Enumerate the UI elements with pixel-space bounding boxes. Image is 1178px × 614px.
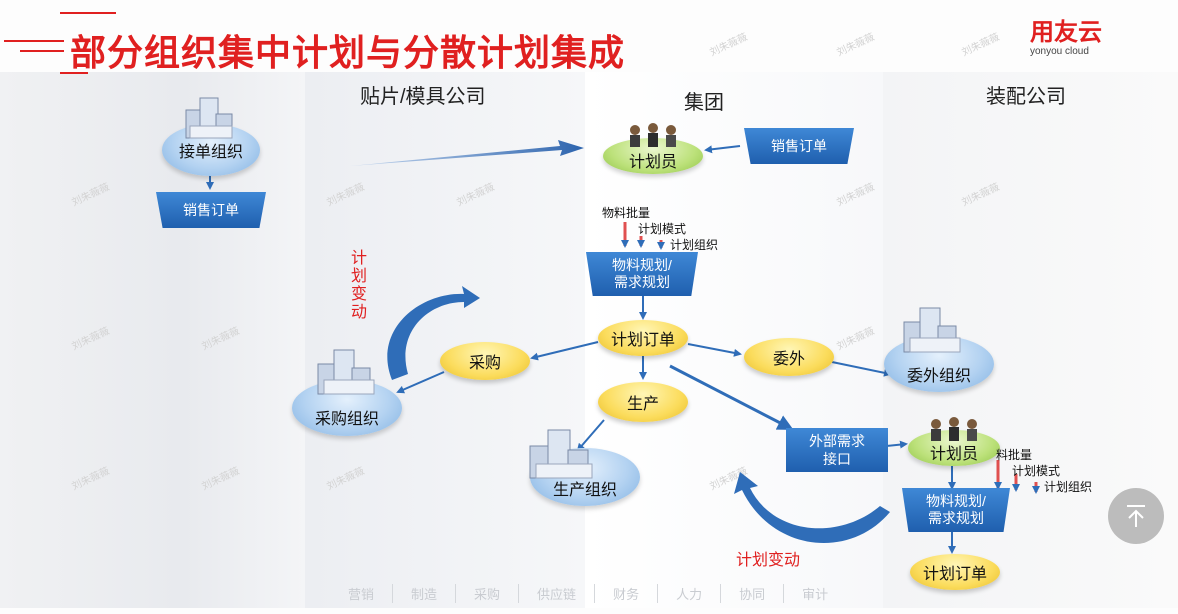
column-header-assembly: 装配公司 xyxy=(986,86,1066,108)
building-icon xyxy=(529,429,593,479)
planner-node-assembly: 计划员 xyxy=(908,417,1000,466)
scroll-to-top-button[interactable] xyxy=(1108,488,1164,544)
outsource-org-node: 委外组织 xyxy=(884,307,994,392)
planner-node-group: 计划员 xyxy=(603,123,703,174)
outsource-org-label: 委外组织 xyxy=(906,368,971,385)
column-header-group: 集团 xyxy=(684,92,724,114)
outsource-node: 委外 xyxy=(744,338,834,376)
building-icon xyxy=(317,349,375,395)
brand-logo: 用友云 yonyou cloud xyxy=(1030,20,1130,64)
factor-plan-org: 计划组织 xyxy=(1044,480,1093,494)
purchase-org-label: 采购组织 xyxy=(314,411,379,428)
title-decor-line xyxy=(60,12,116,14)
footer-nav-item: 财务 xyxy=(595,584,659,603)
purchase-org-node: 采购组织 xyxy=(292,349,402,436)
people-icon xyxy=(931,417,977,441)
title-decor-line xyxy=(4,40,64,42)
planner-label-group: 计划员 xyxy=(628,154,677,171)
logo-subtitle: yonyou cloud xyxy=(1030,46,1089,57)
people-icon xyxy=(630,123,676,147)
footer-nav-item: 人力 xyxy=(658,584,722,603)
building-icon xyxy=(903,307,961,353)
title-decor-line xyxy=(20,50,64,52)
receive-org-label: 接单组织 xyxy=(178,144,243,161)
scroll-to-top-icon xyxy=(1127,505,1145,527)
footer-nav-item: 制造 xyxy=(393,584,457,603)
sales-order-left: 销售订单 xyxy=(156,192,266,228)
external-demand-interface: 外部需求 接口 xyxy=(786,428,888,472)
footer-nav-item: 采购 xyxy=(456,584,520,603)
logo-mark: 用友云 xyxy=(1030,19,1102,46)
column-header-supplier: 贴片/模具公司 xyxy=(360,86,486,108)
mrp-node-assembly: 物料规划/ 需求规划 xyxy=(902,488,1010,532)
plan-order-node-assembly: 计划订单 xyxy=(910,554,1000,590)
mrp-node-group: 物料规划/ 需求规划 xyxy=(586,252,698,296)
plan-change-label-assembly: 计划变动 xyxy=(736,552,801,569)
production-org-label: 生产组织 xyxy=(552,482,617,499)
planner-label-assembly: 计划员 xyxy=(929,446,978,463)
title-decor-line xyxy=(60,72,88,74)
footer-nav-item: 协同 xyxy=(721,584,785,603)
footer-nav-item: 营销 xyxy=(330,584,394,603)
building-icon xyxy=(185,97,233,139)
footer-nav: 营销 制造 采购 供应链 财务 人力 协同 审计 xyxy=(330,584,846,603)
plan-order-node-group: 计划订单 xyxy=(598,320,688,356)
sales-order-group: 销售订单 xyxy=(744,128,854,164)
factor-material-batch: 料批量 xyxy=(996,448,1033,462)
production-org-node: 生产组织 xyxy=(529,429,640,506)
plan-change-label-supplier: 计划变动 xyxy=(350,250,367,321)
factor-material-batch: 物料批量 xyxy=(602,206,651,220)
purchase-node: 采购 xyxy=(440,342,530,380)
factor-plan-mode: 计划模式 xyxy=(638,222,687,236)
factor-plan-org: 计划组织 xyxy=(670,238,719,252)
footer-nav-item: 审计 xyxy=(802,587,829,602)
factor-plan-mode: 计划模式 xyxy=(1012,464,1061,478)
receive-org-node: 接单组织 xyxy=(162,97,260,176)
production-node: 生产 xyxy=(598,382,688,422)
footer-nav-item: 供应链 xyxy=(519,584,596,603)
page-title: 部分组织集中计划与分散计划集成 xyxy=(70,32,626,73)
